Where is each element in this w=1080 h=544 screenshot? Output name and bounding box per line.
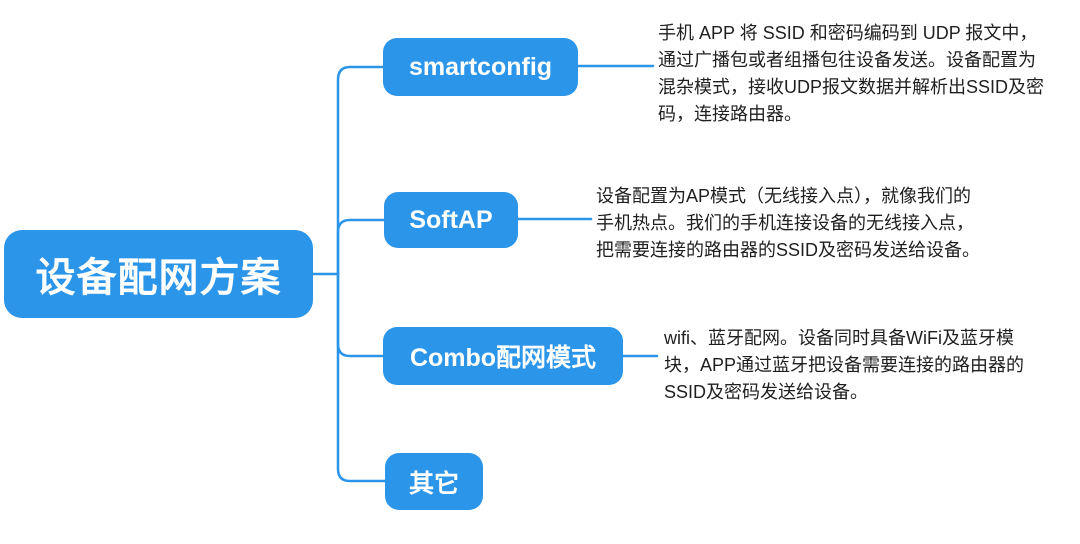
description-smartconfig: 手机 APP 将 SSID 和密码编码到 UDP 报文中， 通过广播包或者组播包… <box>658 23 1045 124</box>
node-smartconfig-label: smartconfig <box>408 52 553 81</box>
node-other-label: 其它 <box>408 469 459 498</box>
node-softap[interactable]: SoftAP <box>384 192 518 248</box>
connector-branch-softap <box>336 218 386 276</box>
connector-branch-smartconfig <box>336 65 385 276</box>
node-combo-label: Combo配网模式 <box>409 344 597 372</box>
connector-branch-other <box>336 272 387 483</box>
description-softap: 设备配置为AP模式（无线接入点），就像我们的 手机热点。我们的手机连接设备的无线… <box>596 186 981 260</box>
node-root-label: 设备配网方案 <box>35 256 282 300</box>
node-softap-label: SoftAP <box>409 205 493 234</box>
node-other[interactable]: 其它 <box>385 453 483 510</box>
description-combo: wifi、蓝牙配网。设备同时具备WiFi及蓝牙模 块，APP通过蓝牙把设备需要连… <box>664 328 1025 402</box>
node-smartconfig[interactable]: smartconfig <box>383 38 578 96</box>
node-root[interactable]: 设备配网方案 <box>4 230 313 318</box>
connector-branch-combo <box>336 272 385 358</box>
node-combo[interactable]: Combo配网模式 <box>383 327 623 385</box>
